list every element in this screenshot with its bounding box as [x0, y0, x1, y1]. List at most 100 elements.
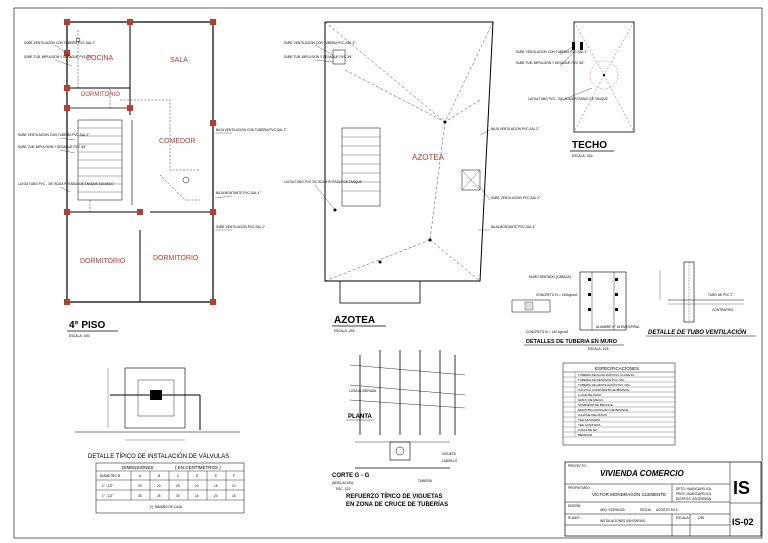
valve-cell: 30 — [176, 494, 180, 498]
techo-plan: SUBE VENTILACION CON TUBERIA PVC-SAL 2" … — [516, 21, 635, 158]
spec-item: TUBERÍA DE DESAGÜE PVC SAL — [578, 378, 625, 382]
tb-project-label: PROYECTO: — [568, 464, 587, 468]
room-bedroom-2: DORMITORIO — [80, 258, 126, 265]
roof-note-2: SUBE TUB. IMPULSION Y DESAGUE PVC 3/4" — [284, 55, 352, 59]
valve-col-1: A — [139, 474, 142, 478]
valve-cell: 20 — [214, 494, 218, 498]
valve-detail: DETALLE TÍPICO DE INSTALACIÓN DE VÁLVULA… — [75, 367, 245, 514]
room-kitchen: COCINA — [86, 55, 114, 62]
valve-cell: 1" - 1/2" — [102, 484, 113, 488]
joist-label-2: VIGUETA — [442, 452, 457, 456]
tb-scale: 1/50 — [698, 516, 704, 520]
pipe-wall-label-2: CONCRETO f'c = 140kg/cm2 — [536, 293, 578, 297]
tb-drawing-label: PLANO: — [568, 516, 580, 520]
roof-note-3: LLEGA TUBO PVC 3/4" AGUA POTABLE DE TANQ… — [284, 180, 362, 184]
valve-cell: 30 — [138, 484, 142, 488]
valve-cell: 15 — [195, 494, 199, 498]
spec-item: CODO DE 90° — [578, 428, 598, 432]
spec-item: CAJA DE REGISTRO — [578, 413, 608, 417]
tb-sheet-number: IS-02 — [732, 517, 754, 527]
valve-cell: 1" - 1/2" — [102, 494, 113, 498]
tb-scale-label: ESCALA: — [676, 516, 690, 520]
valve-cell: 25 — [157, 494, 161, 498]
tb-location-3: DISTRITO: ASCENSIÓN — [676, 496, 712, 501]
joist-plan-label: PLANTA — [348, 414, 373, 420]
valve-cell: 20 — [157, 484, 161, 488]
valve-col-2: B — [158, 474, 160, 478]
techo-note-2: SUBE TUB. IMPULSION Y DESAGUE PVC 3/4" — [516, 61, 584, 65]
roof-plan: AZOTEA SUBE VENTILACION CON TUBERIA PVC-… — [284, 21, 540, 333]
roof-note-6: BAJA MONTANTE PVC-SAL 4" — [491, 225, 536, 229]
room-bedroom-3: DORMITORIO — [153, 255, 199, 262]
plan4-note-2: SUBE TUB. IMPULSION Y DESAGUE PVC 3/4" — [24, 55, 92, 59]
spec-item: VÁLVULA COMPUERTA DE BRONCE — [578, 388, 629, 392]
room-living: SALA — [170, 57, 188, 64]
techo-scale: ESCALA: 1/50 — [572, 154, 593, 158]
plan4-note-4: SUBE TUB. IMPULSION Y DESAGUE PVC 3/4" — [18, 145, 86, 149]
plan4-note-7: BAJA MONTANTE PVC-SAL 4" — [216, 191, 261, 195]
roof-note-1: SUBE VENTILACION CON TUBERIA PVC-SAL 2" — [284, 41, 355, 45]
pipe-wall-title: DETALLES DE TUBERIA EN MURO — [526, 339, 618, 345]
techo-title: TECHO — [572, 140, 607, 151]
spec-item: MEDIDOR — [578, 433, 593, 437]
techo-note-1: SUBE VENTILACION CON TUBERIA PVC-SAL 2" — [516, 50, 587, 54]
valve-col-6: F — [233, 474, 235, 478]
valve-cell: 10 — [195, 484, 199, 488]
tb-designer-label: DISEÑO: — [568, 503, 581, 508]
roof-note-5: SUBE VENTILACION PVC-SAL 2" — [491, 196, 540, 200]
room-bedroom-1: DORMITORIO — [81, 92, 120, 98]
valve-cell: 15 — [232, 494, 236, 498]
floor-plan-4: COCINA SALA COMEDOR DORMITORIO DORMITORI… — [18, 19, 287, 338]
joist-scale: ESC. 1/20 — [336, 487, 351, 491]
valve-col-4: D — [196, 474, 199, 478]
tb-owner-label: PROPIETARIO: — [568, 486, 591, 490]
sheet-border — [13, 7, 763, 539]
plan4-note-3: SUBE VENTILACION CON TUBERIA PVC-SAL 2" — [18, 133, 89, 137]
tb-owner: VICTOR MONDRAGÓN CLEMENTE — [592, 491, 666, 497]
joist-section-sub: (NIVELACIÓN) — [332, 480, 353, 485]
valve-table-header-1: DIMENSIONES — [122, 465, 154, 470]
valve-cell: 35 — [138, 494, 142, 498]
valve-cell: 15 — [214, 484, 218, 488]
valve-table-header-2: ( EN CENTÍMETROS ) — [175, 464, 221, 470]
valve-title: DETALLE TÍPICO DE INSTALACIÓN DE VÁLVULA… — [88, 453, 229, 460]
valve-col-5: E — [215, 474, 217, 478]
tb-project: VIVIENDA COMERCIO — [600, 469, 684, 478]
valve-col-3: C — [177, 474, 180, 478]
roof-area-label: AZOTEA — [412, 153, 445, 162]
pipe-wall-label-1: MURO DENTADO (CABEZA) — [529, 275, 571, 279]
tb-location-2: PROV: HUANCAVELICA — [676, 492, 712, 496]
valve-cell: 25 — [176, 484, 180, 488]
plan4-note-8: SUBE VENTILACION PVC-SAL 2" — [216, 225, 265, 229]
vent-title: DETALLE DE TUBO VENTILACIÓN — [648, 329, 747, 336]
joist-label-3: LADRILLO — [442, 459, 458, 463]
vent-label-1: TUBO DE PVC 2" — [708, 293, 733, 297]
pipe-wall-scale: ESCALA: 1/25 — [588, 347, 609, 351]
spec-item: TUBERÍA DE VENTILACIÓN PVC SAL — [578, 382, 631, 387]
joist-label-4: TUBERÍA — [418, 479, 433, 483]
roof-scale: ESCALA: 1/50 — [334, 329, 355, 333]
specs-table: ESPECIFICACIONES TUBERÍA DE AGUA FRÍA PV… — [562, 362, 676, 446]
roof-title: AZOTEA — [334, 315, 375, 326]
joist-detail: PLANTA LOSA ALIGERADA VIGUETA LADRILLO T… — [332, 350, 466, 508]
plan4-note-1: SUBE VENTILACION CON TUBERIA PVC-SAL 2" — [24, 41, 95, 45]
room-dining: COMEDOR — [159, 138, 196, 145]
valve-table-note: (*) TAMAÑO DE CAJA — [150, 504, 183, 509]
joist-label-1: LOSA ALIGERADA — [349, 389, 377, 393]
valve-col-0: DIÁMETRO Ø — [100, 474, 121, 478]
joist-title-1: REFUERZO TÍPICO DE VIGUETAS — [346, 492, 443, 500]
vent-label-2: CONTRAPISO — [712, 308, 734, 312]
joist-section-label: CORTE G - G — [332, 473, 370, 479]
pipe-wall-label-4: ALAMBRE N° 16 EN ESPIRAL — [596, 325, 640, 329]
spec-item: SUMIDERO DE BRONCE — [578, 403, 613, 407]
plan4-note-6: BAJA VENTILACION CON TUBERIA PVC-SAL 2" — [216, 128, 287, 132]
tb-designer: ARQ. ESPINOZA — [600, 508, 626, 512]
plan4-title: 4° PISO — [69, 320, 105, 331]
pipe-wall-detail: MURO DENTADO (CABEZA) CONCRETO f'c = 140… — [511, 271, 640, 351]
tb-location-1: DPTO: HUANCAVELICA — [676, 487, 712, 491]
plan4-note-5: LLEGA TUBO PVC - 3/4" AGUA POTABLE DE TA… — [18, 182, 114, 186]
spec-item: REGISTRO ROSCADO DE BRONCE — [578, 408, 628, 412]
vent-pipe-detail: TUBO DE PVC 2" CONTRAPISO DETALLE DE TUB… — [646, 261, 756, 337]
roof-note-4: BAJA VENTILACION PVC-SAL 2" — [491, 127, 539, 131]
